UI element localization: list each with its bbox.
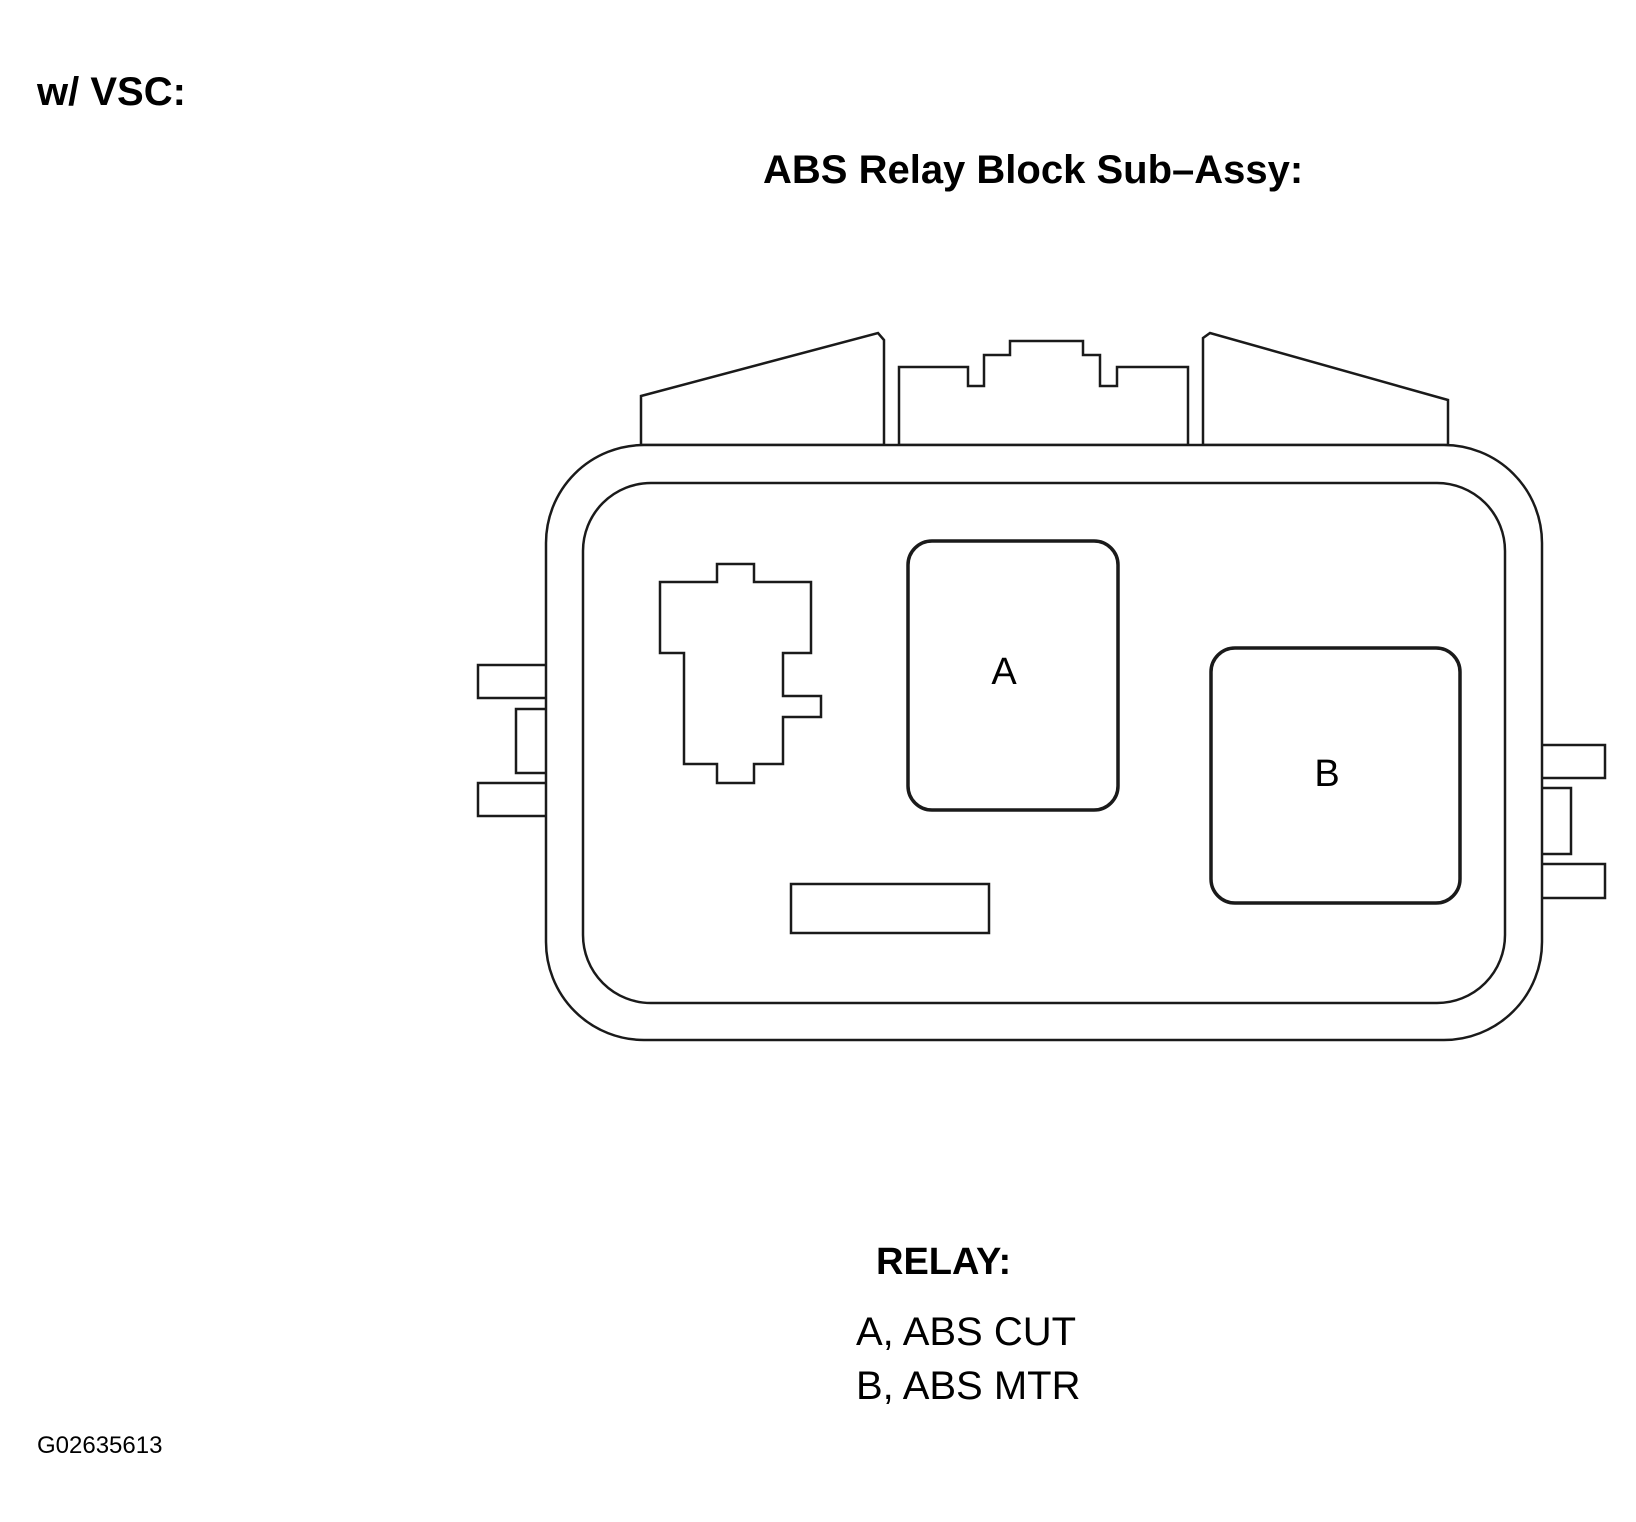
- left-terminal-lower: [476, 781, 552, 818]
- legend-title: RELAY:: [876, 1241, 1012, 1283]
- terminal-cavity: [658, 562, 823, 785]
- relay-b: [1209, 646, 1462, 905]
- connector-slot: [789, 882, 991, 935]
- legend-item-a: A, ABS CUT: [856, 1310, 1077, 1354]
- center-connector-tab: [897, 339, 1190, 447]
- left-terminal-middle: [514, 707, 552, 775]
- right-mounting-tab: [1201, 331, 1450, 447]
- legend-item-b: B, ABS MTR: [856, 1364, 1081, 1408]
- relay-a: [906, 539, 1120, 812]
- component-title: ABS Relay Block Sub–Assy:: [763, 148, 1304, 192]
- relay-b-label: B: [1314, 753, 1339, 795]
- variant-label: w/ VSC:: [37, 70, 186, 114]
- figure-id: G02635613: [37, 1432, 163, 1459]
- relay-a-label: A: [991, 651, 1017, 693]
- left-terminal-upper: [476, 663, 552, 700]
- left-mounting-tab: [639, 331, 886, 447]
